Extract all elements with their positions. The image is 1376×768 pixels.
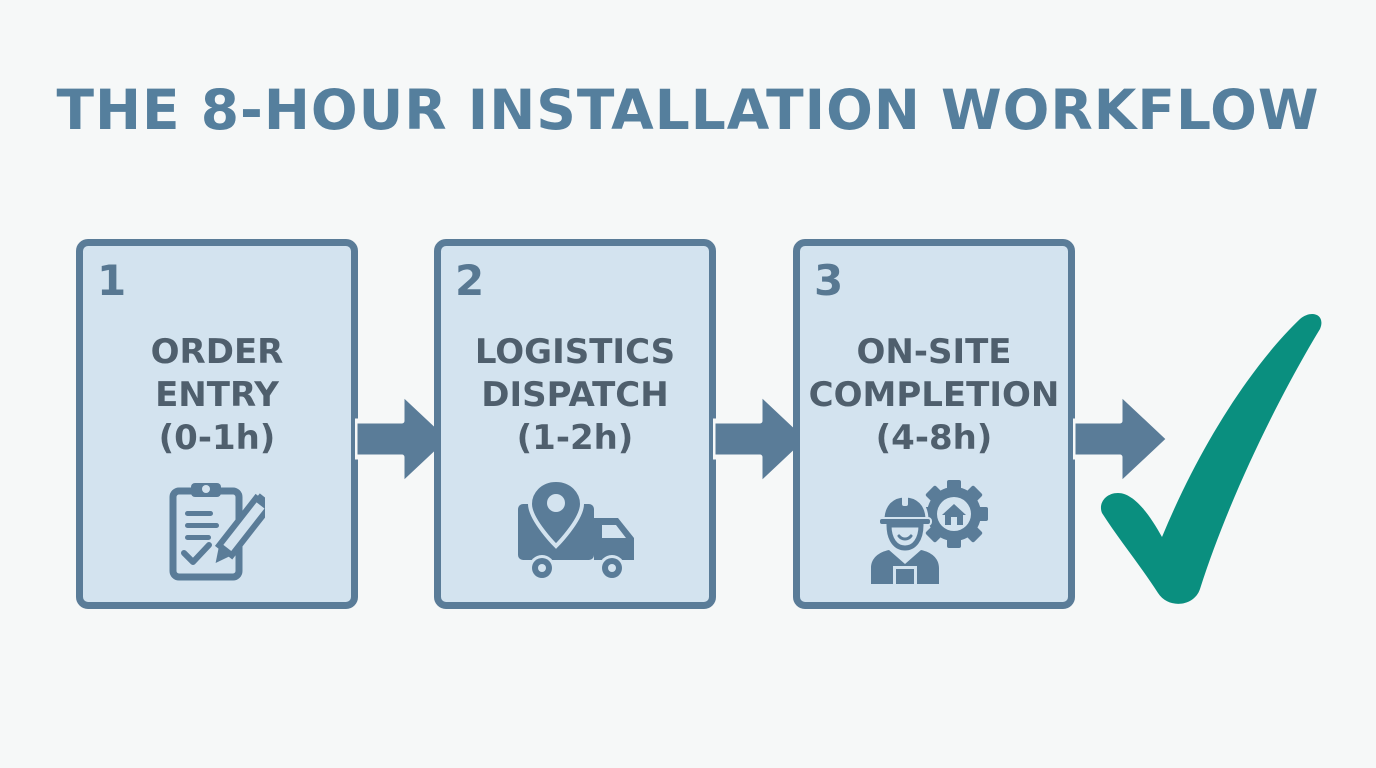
step-2-box: 2 LOGISTICS DISPATCH (1-2h) (434, 239, 716, 609)
worker-gear-house-icon (800, 478, 1068, 588)
step-3-line-2: COMPLETION (808, 375, 1060, 415)
step-2-line-3: (1-2h) (516, 418, 634, 458)
step-3-line-1: ON-SITE (856, 332, 1012, 372)
arrow-icon (1073, 393, 1172, 485)
step-1-line-3: (0-1h) (158, 418, 276, 458)
step-1-line-2: ENTRY (155, 375, 279, 415)
step-2-number: 2 (455, 256, 485, 305)
step-2-line-2: DISPATCH (481, 375, 669, 415)
arrow-icon (355, 393, 454, 485)
step-2-line-1: LOGISTICS (474, 332, 676, 372)
step-3-box: 3 ON-SITE COMPLETION (4-8h) (793, 239, 1075, 609)
delivery-truck-location-pin-icon (441, 478, 709, 588)
diagram-title: THE 8-HOUR INSTALLATION WORKFLOW (56, 78, 1320, 142)
step-3-number: 3 (814, 256, 844, 305)
checkmark-icon (1100, 314, 1322, 604)
step-1-box: 1 ORDER ENTRY (0-1h) (76, 239, 358, 609)
step-1-line-1: ORDER (150, 332, 284, 372)
clipboard-checklist-pencil-icon (83, 481, 351, 581)
step-3-line-3: (4-8h) (875, 418, 993, 458)
arrow-icon (713, 393, 812, 485)
step-1-number: 1 (97, 256, 127, 305)
